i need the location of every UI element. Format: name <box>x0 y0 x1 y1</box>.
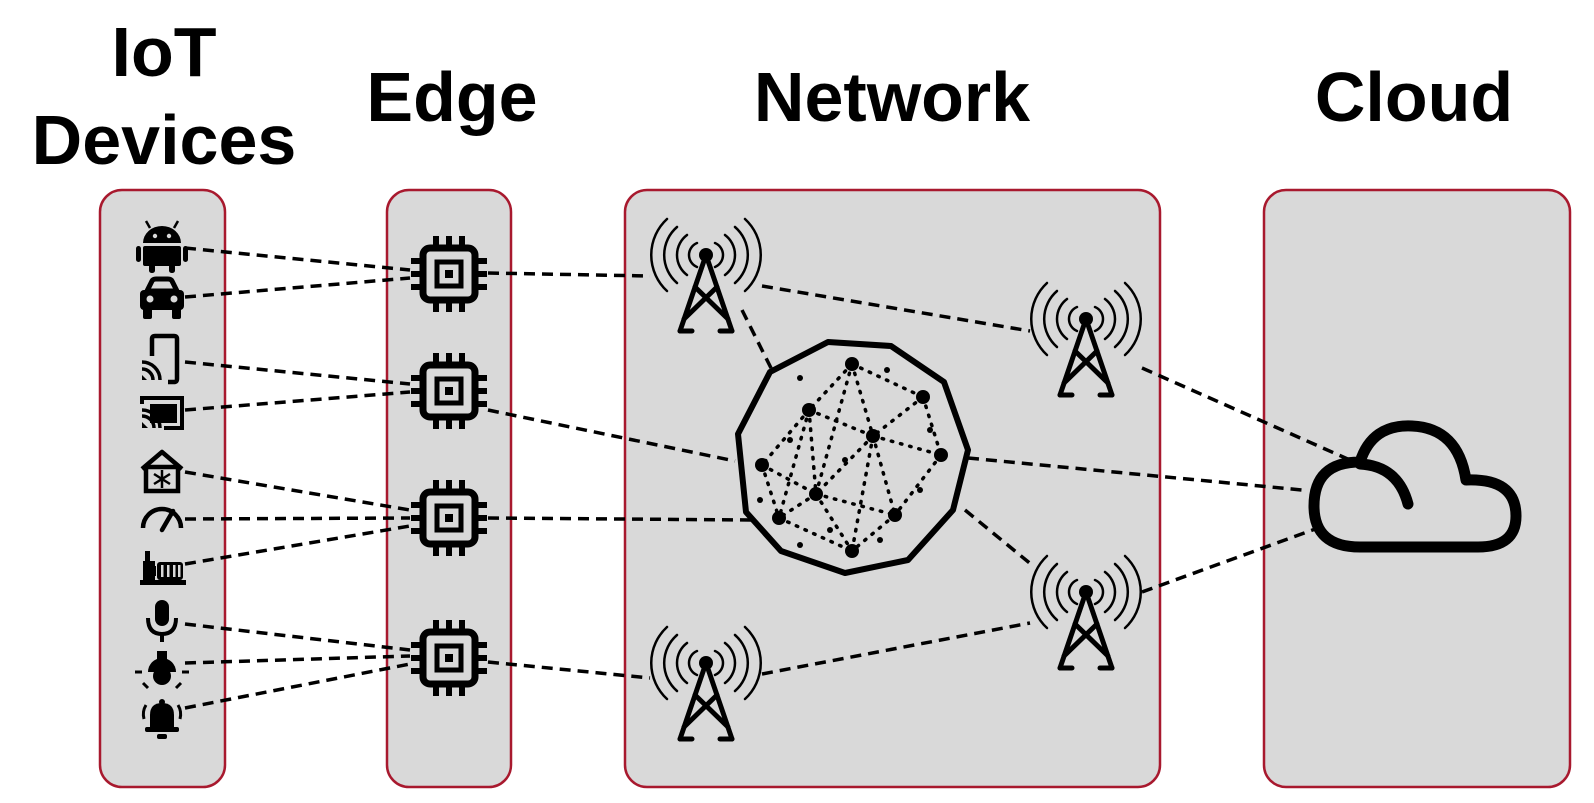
mesh-node <box>787 437 793 443</box>
mesh-link <box>760 463 781 520</box>
microphone-icon <box>146 600 178 642</box>
iot-header-line2: Devices <box>32 101 297 179</box>
mesh-link <box>893 453 943 517</box>
gauge-icon <box>140 506 184 533</box>
mesh-node <box>755 458 769 472</box>
mesh-link <box>814 434 875 496</box>
link-smart-home-edge3 <box>184 470 411 512</box>
cloud-icon <box>1308 420 1522 553</box>
mesh-link <box>760 463 818 496</box>
link-android-edge1 <box>184 246 411 272</box>
mesh-node <box>877 537 883 543</box>
mesh-link <box>807 408 875 438</box>
mesh-link <box>850 513 897 553</box>
link-mesh-tower3 <box>963 508 1034 567</box>
link-edge4-tower4 <box>487 660 651 680</box>
mesh-link <box>850 362 925 399</box>
iot-devices-panel <box>98 188 227 789</box>
mesh-node <box>827 527 833 533</box>
mesh-link <box>871 434 897 517</box>
motor-icon <box>140 551 186 585</box>
connections <box>184 246 1351 710</box>
cloud-header: Cloud <box>1315 58 1513 136</box>
mesh-node <box>917 487 923 493</box>
cloud-panel <box>1262 188 1572 789</box>
mesh-link <box>760 408 811 467</box>
mesh-link <box>871 434 943 457</box>
lamp-icon <box>135 651 189 690</box>
mesh-link <box>871 395 925 438</box>
mesh-link <box>814 492 854 553</box>
mesh-node <box>809 487 823 501</box>
link-car-edge1 <box>184 276 411 299</box>
mesh-link <box>850 434 875 553</box>
mesh-link <box>777 492 818 520</box>
android-icon <box>136 220 188 273</box>
mesh-link <box>777 516 854 553</box>
alarm-bell-icon <box>141 699 183 739</box>
mesh-node <box>884 367 890 373</box>
link-cast-screen-edge2 <box>184 390 411 412</box>
car-icon <box>140 276 184 319</box>
mesh-network-icon <box>735 339 971 576</box>
link-bell-edge4 <box>184 662 411 710</box>
mesh-link <box>850 362 875 438</box>
link-gauge-edge3 <box>184 516 411 521</box>
mesh-node <box>845 357 859 371</box>
mesh-link <box>807 362 854 412</box>
link-edge3-mesh <box>487 516 753 522</box>
network-header: Network <box>754 58 1030 136</box>
mesh-node <box>797 542 803 548</box>
mesh-link <box>814 492 897 517</box>
link-motor-edge3 <box>184 524 411 566</box>
mesh-node <box>927 427 933 433</box>
link-tower4-tower3 <box>761 621 1031 676</box>
link-edge1-tower1 <box>487 271 651 278</box>
link-tower1-tower2 <box>761 284 1031 333</box>
edge-header: Edge <box>366 58 537 136</box>
network-panel <box>623 188 1162 789</box>
mesh-node <box>757 497 763 503</box>
mesh-node <box>916 390 930 404</box>
mesh-node <box>842 457 848 463</box>
iot-header-line1: IoT <box>112 13 217 91</box>
link-microphone-edge4 <box>184 622 411 652</box>
mesh-node <box>866 429 880 443</box>
mesh-node <box>845 544 859 558</box>
link-tower3-cloud <box>1141 526 1319 594</box>
link-edge2-mesh <box>487 408 736 463</box>
link-lamp-edge4 <box>184 654 411 665</box>
cast-screen-icon <box>140 396 184 430</box>
mesh-node <box>772 511 786 525</box>
mesh-link <box>921 395 943 457</box>
link-tower2-cloud <box>1141 366 1351 462</box>
mesh-link <box>814 362 854 496</box>
mesh-node <box>797 375 803 381</box>
link-cast-phone-edge2 <box>184 360 411 386</box>
cast-phone-icon <box>141 333 180 385</box>
mesh-node <box>802 403 816 417</box>
mesh-node <box>934 448 948 462</box>
smart-home-icon <box>140 449 184 494</box>
link-mesh-cloud <box>967 456 1303 492</box>
mesh-node <box>888 508 902 522</box>
link-tower1-mesh <box>740 309 774 371</box>
mesh-link <box>777 408 811 520</box>
